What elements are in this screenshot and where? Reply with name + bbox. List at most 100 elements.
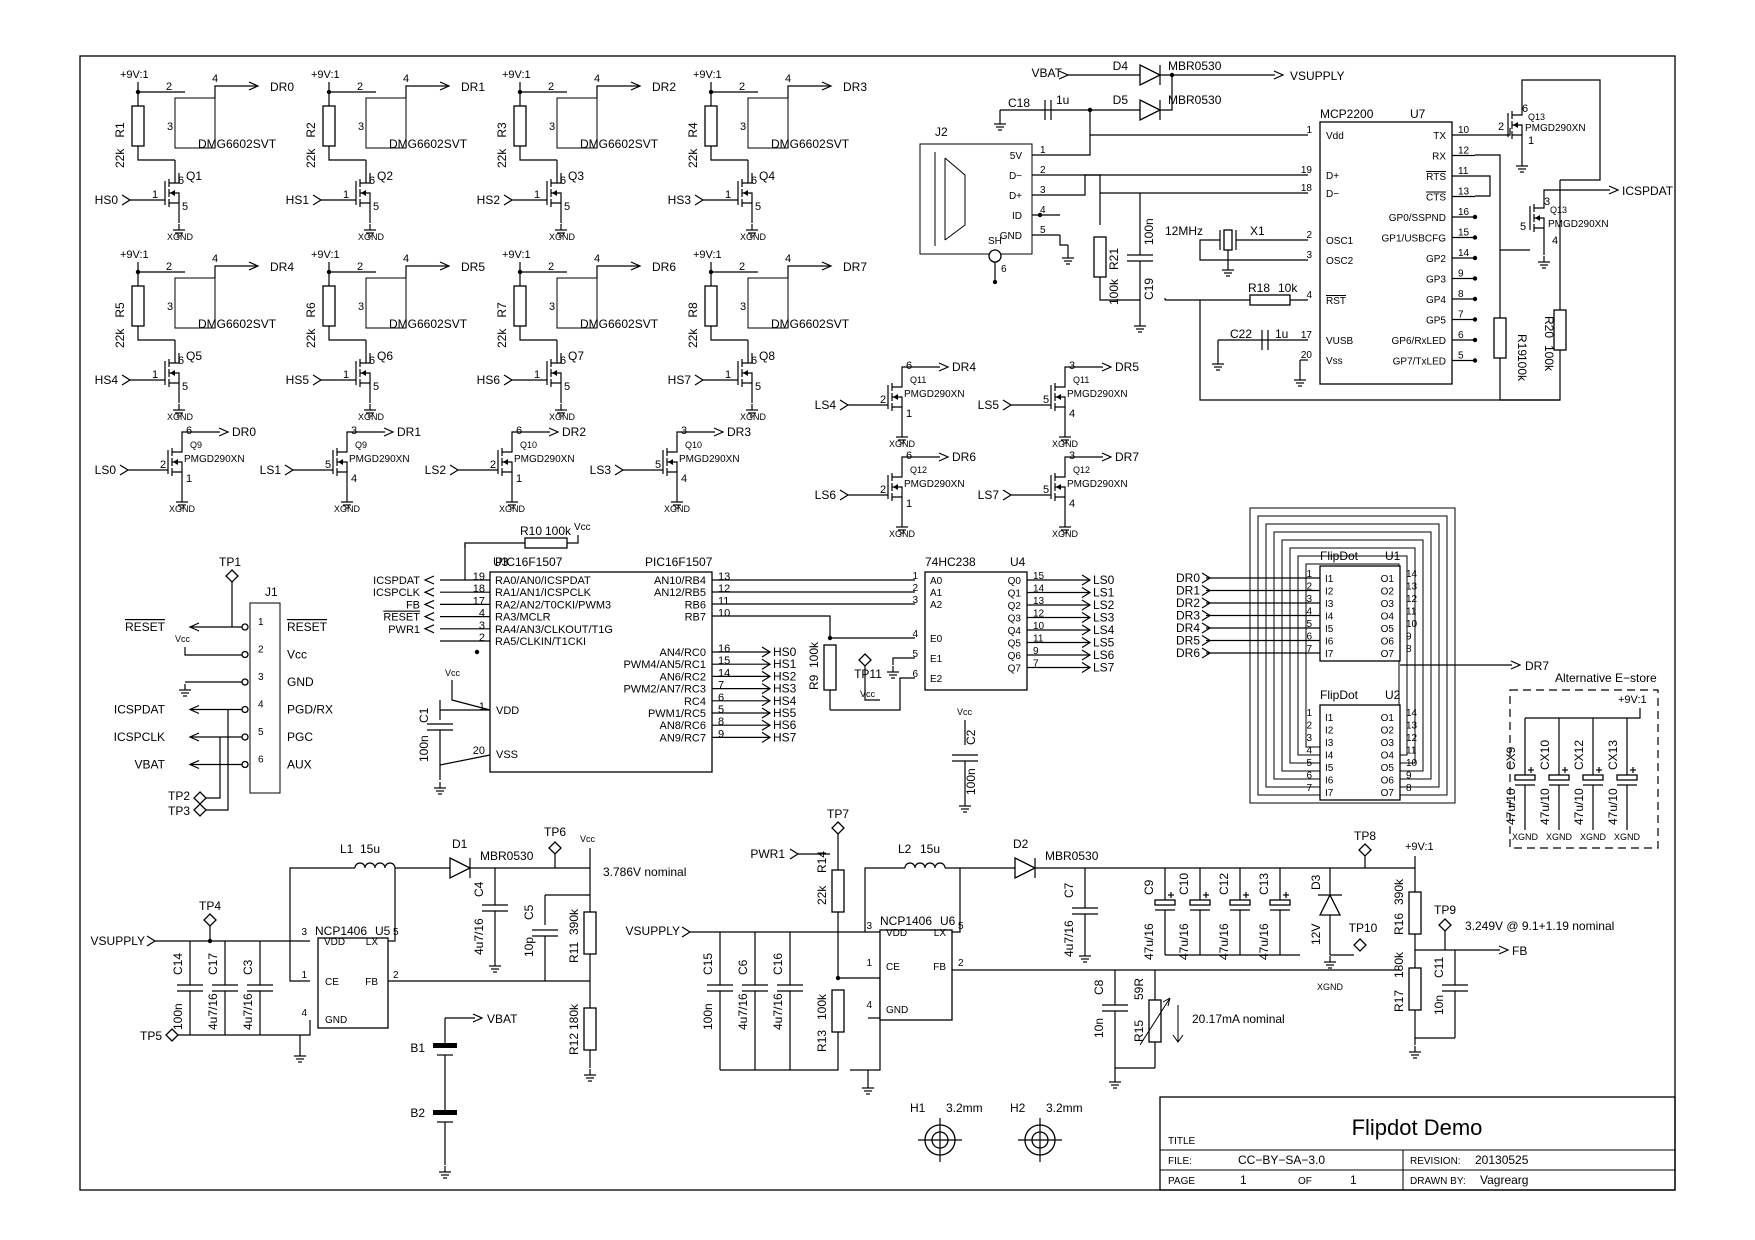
transistor-part: PMGD290XN — [1548, 219, 1609, 230]
pin-number: 2 — [958, 958, 964, 969]
resistor-ref: R13 — [815, 1030, 829, 1052]
drain-net-label: DR3 — [843, 80, 867, 94]
ground-label: XGND — [889, 439, 916, 449]
supply-label: +9V:1 — [502, 69, 531, 81]
resistor-icon — [524, 537, 568, 549]
transistor-ref: Q13 — [1528, 112, 1545, 122]
pin-number: 1 — [343, 369, 349, 381]
resistor-ref: R7 — [495, 302, 509, 318]
pin-number: 6 — [718, 692, 724, 704]
pin-number: 8 — [718, 716, 724, 728]
ground-icon — [1059, 431, 1071, 444]
pin-number: 11 — [718, 595, 729, 607]
capacitor-icon — [1127, 254, 1153, 262]
input-arrow-icon — [761, 670, 772, 682]
capacitor-ref: C5 — [522, 904, 536, 920]
hole-ref: H2 — [1010, 1101, 1026, 1115]
capacitor-icon — [427, 723, 453, 731]
pin-number: 9 — [1406, 771, 1412, 782]
wire — [676, 431, 715, 442]
shield-icon — [988, 249, 1002, 263]
pin-number: 4 — [403, 253, 409, 265]
pin-number: 4 — [1306, 607, 1312, 618]
pin-name: I2 — [1325, 587, 1334, 598]
estore-title: Alternative E−store — [1555, 671, 1657, 685]
pin-number: 13 — [1033, 596, 1045, 607]
cap-plate — [1154, 899, 1176, 906]
capacitor-value: 47u/16 — [1142, 923, 1156, 960]
ground-icon — [1222, 264, 1234, 277]
capacitor-icon — [177, 984, 203, 992]
wire — [360, 382, 371, 393]
inductor-icon — [904, 862, 946, 869]
pin-number: 19 — [473, 571, 485, 583]
pin-number: 6 — [369, 355, 375, 367]
pin-number: 14 — [1406, 569, 1418, 580]
pin-number: 2 — [393, 970, 399, 981]
arrow-icon — [548, 427, 560, 437]
pmos-body — [365, 97, 407, 149]
pin-number: 3 — [866, 921, 872, 932]
wire — [1543, 189, 1610, 198]
input-arrow-icon — [761, 707, 772, 719]
pin-number: 1 — [906, 498, 912, 510]
arrow-icon — [188, 732, 200, 742]
pin-name: O4 — [1381, 612, 1395, 623]
wire — [1534, 227, 1545, 238]
test-point-ref: TP6 — [544, 825, 566, 839]
transistor-ref: Q12 — [910, 465, 927, 475]
ground-icon — [1409, 1046, 1421, 1059]
test-point-icon — [858, 653, 872, 667]
resistor-ref: R3 — [495, 122, 509, 138]
capacitor-icon — [707, 984, 733, 992]
transistor-ref: Q12 — [1073, 465, 1090, 475]
capacitor-icon — [482, 904, 508, 912]
resistor-value: 22k — [686, 148, 700, 168]
wire — [172, 442, 183, 453]
net-label: HS1 — [773, 657, 797, 671]
capacitor-value: 100n — [171, 1003, 185, 1030]
pin-name: PGD/RX — [287, 703, 333, 717]
connector-ref: J1 — [265, 585, 278, 599]
pin-number: 7 — [718, 680, 724, 692]
wire — [169, 353, 180, 364]
test-point-icon — [203, 913, 217, 927]
input-arrow-icon — [694, 374, 705, 386]
supply-label: +9V:1 — [1405, 841, 1434, 853]
wire — [892, 377, 903, 388]
supply-label: +9V:1 — [120, 249, 149, 261]
pin-name: D− — [1326, 189, 1339, 200]
pin-name: PWM1/RC5 — [648, 708, 706, 720]
capacitor-ref: C2 — [964, 729, 978, 745]
resistor-value: 22k — [304, 148, 318, 168]
transistor-ref: Q5 — [186, 349, 202, 363]
input-arrow-icon — [1081, 624, 1092, 636]
resistor-ref: R21 — [1107, 248, 1121, 270]
pin-number: 4 — [403, 73, 409, 85]
capacitor-ref: C7 — [1062, 882, 1076, 898]
wire — [360, 353, 371, 364]
pin-number: 2 — [1040, 165, 1046, 176]
capacitor-ref: C10 — [1177, 873, 1191, 895]
wire — [289, 941, 310, 982]
pin-name: GP6/RxLED — [1392, 336, 1446, 347]
pin-name: ID — [1012, 211, 1022, 222]
capacitor-value: 10n — [1432, 995, 1446, 1015]
capacitor-ref: CX12 — [1572, 740, 1586, 770]
capacitor-ref: C9 — [1142, 879, 1156, 895]
resistor-icon — [513, 285, 527, 327]
resistor-icon — [831, 869, 845, 913]
pin-number: 2 — [548, 261, 554, 273]
wire — [328, 262, 376, 273]
diode-icon — [1139, 63, 1162, 87]
arrow-icon — [938, 362, 950, 372]
transistor-ref: Q2 — [377, 169, 393, 183]
pin-number: 1 — [152, 369, 158, 381]
wire — [1060, 174, 1308, 194]
pin-number: 1 — [516, 473, 522, 485]
pin-name: O4 — [1381, 751, 1395, 762]
pin-number: 1 — [1306, 569, 1312, 580]
